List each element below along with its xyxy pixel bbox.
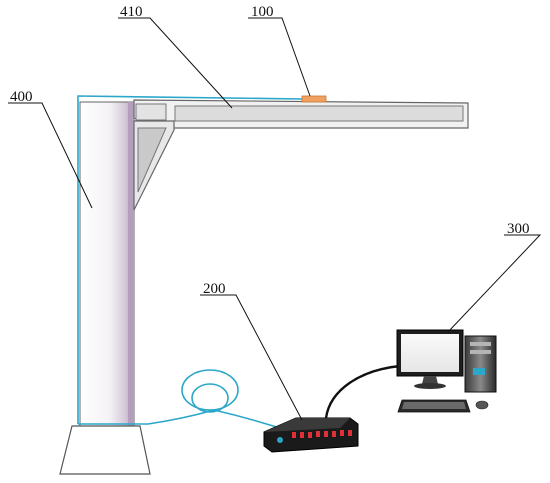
jib-arm [133,99,469,129]
label-jib-arm: 410 [120,4,143,20]
label-interrogator: 200 [203,281,226,297]
label-computer: 300 [507,221,530,237]
crane-column [79,101,135,427]
label-column: 400 [10,89,33,105]
data-cable [324,364,401,419]
fbg-sensor-icon [301,95,327,103]
device-port-leds [292,430,352,438]
desktop-computer-icon [396,329,497,413]
leader-lines [8,17,542,421]
jib-brace [133,120,175,211]
label-sensor: 100 [251,4,274,20]
crane-base [59,425,151,475]
interrogator-device-icon [263,417,359,453]
